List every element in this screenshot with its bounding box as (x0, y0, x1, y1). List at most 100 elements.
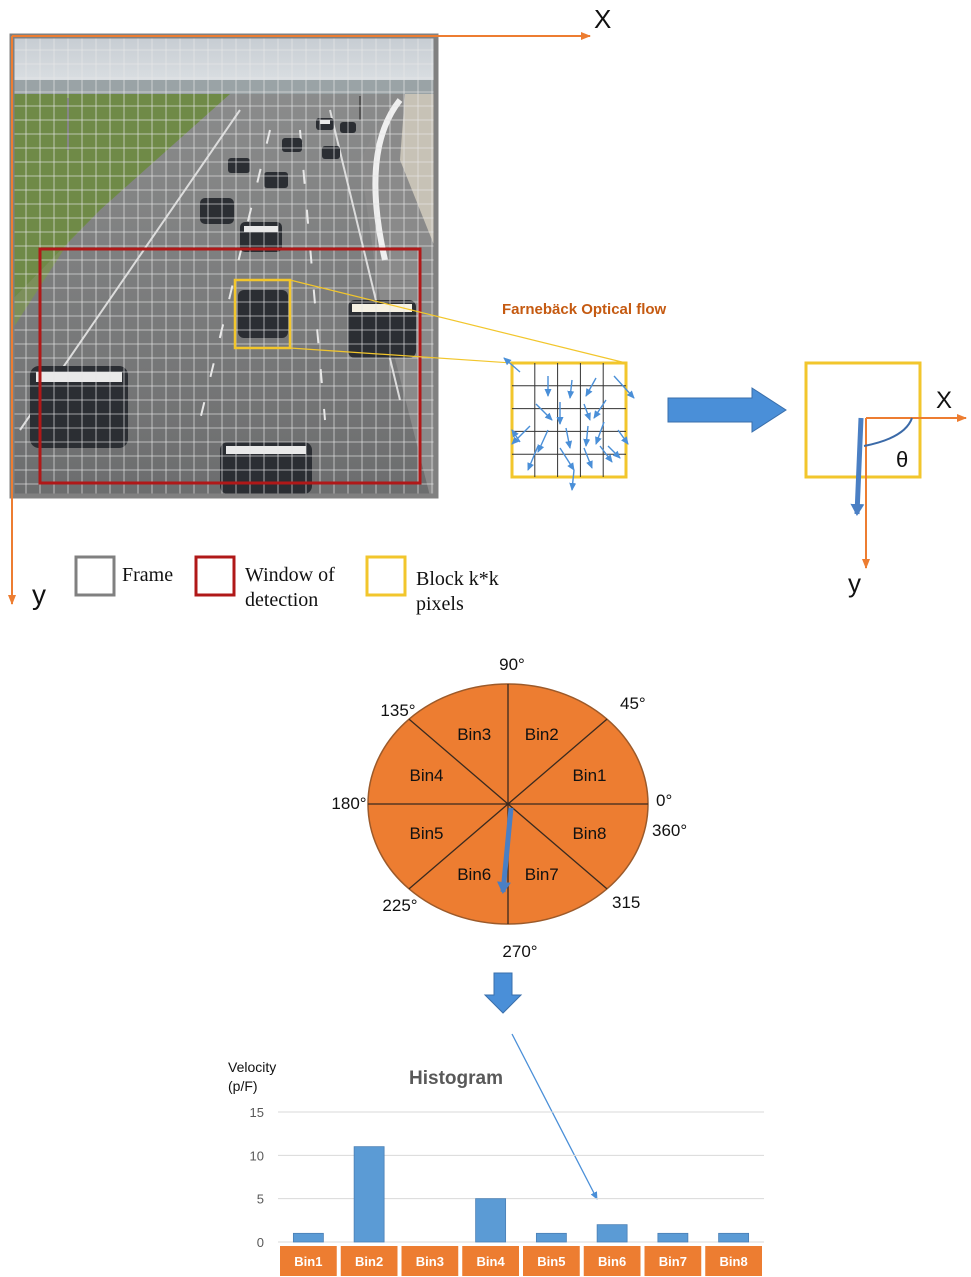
legend-label-frame: Frame (122, 564, 173, 586)
wheel-spoke-135 (408, 718, 608, 890)
wheel-bin-label: Bin2 (525, 725, 559, 744)
category-cell (401, 1246, 459, 1276)
wheel-angle-label: 225° (382, 896, 417, 915)
wheel-bin-label: Bin5 (409, 824, 443, 843)
flow-vector-arrow (535, 403, 553, 421)
flow-block (503, 357, 635, 491)
highway-frame-photo (9, 33, 439, 499)
chart-title: Histogram (409, 1068, 503, 1089)
bar-bin1 (292, 1232, 324, 1243)
bar-bin8 (718, 1232, 750, 1243)
angle-box-y-label: y (848, 568, 861, 598)
wheel-angle-label: 180° (331, 794, 366, 813)
category-label: Bin6 (598, 1254, 626, 1269)
wheel-bin-label: Bin8 (572, 824, 606, 843)
optical-flow-title: Farnebäck Optical flow (502, 301, 667, 318)
legend-swatch-block (365, 555, 407, 597)
flow-vector-arrow (569, 469, 577, 491)
flow-vector-arrow (607, 445, 621, 459)
flow-vector-arrow (593, 399, 607, 419)
y-tick-label: 10 (250, 1148, 264, 1163)
x-axis-label: X (594, 4, 611, 34)
chart-ylabel-line2: (p/F) (228, 1078, 258, 1094)
flow-vector-arrow (613, 375, 635, 399)
category-cell (523, 1246, 580, 1276)
flow-vectors (503, 357, 635, 491)
category-label: Bin5 (537, 1254, 565, 1269)
bar-bin6 (596, 1224, 628, 1243)
category-cell (462, 1246, 519, 1276)
theta-label: θ (896, 447, 908, 472)
flow-vector-arrow (583, 403, 591, 421)
flow-vector-arrow (537, 429, 549, 453)
category-label: Bin3 (416, 1254, 444, 1269)
chart-ylabel-line1: Velocity (228, 1059, 276, 1075)
wheel-bin-label: Bin7 (525, 865, 559, 884)
flow-vector-arrow (583, 425, 591, 447)
category-label: Bin8 (720, 1254, 748, 1269)
category-label: Bin4 (477, 1254, 506, 1269)
wheel-angle-label: 360° (652, 821, 687, 840)
wheel-angle-label: 270° (502, 942, 537, 961)
flow-vector-arrow (583, 447, 593, 469)
flow-vector-arrow (585, 377, 597, 397)
category-label: Bin7 (659, 1254, 687, 1269)
legend-swatch-window (194, 555, 236, 597)
category-cell (280, 1246, 337, 1276)
angle-box: X y θ (804, 361, 967, 598)
flow-vector-arrow (511, 425, 531, 445)
flow-vector-arrow (503, 357, 521, 373)
flow-vector-arrow (559, 447, 575, 471)
legend-label-block-2: pixels (416, 593, 464, 615)
legend: Frame Window of detection Block k*k pixe… (74, 555, 499, 615)
flow-vector-arrow (595, 421, 605, 445)
pointer-arrow-to-bin6 (511, 1033, 598, 1200)
zoom-line-bottom (289, 347, 513, 364)
wheel-bin-label: Bin4 (409, 766, 443, 785)
category-label: Bin1 (294, 1254, 322, 1269)
y-axis-label: y (32, 579, 46, 610)
flow-vector-arrow (565, 427, 573, 449)
wheel-angle-label: 45° (620, 694, 646, 713)
block-arrow-right (667, 387, 787, 433)
flow-vector-arrow (511, 429, 521, 443)
chart-gridlines (278, 1111, 764, 1243)
wheel-direction-vector (496, 807, 514, 894)
y-tick-label: 15 (250, 1105, 264, 1120)
y-tick-label: 0 (257, 1235, 264, 1250)
chart-y-ticks: 0 5 10 15 (250, 1105, 264, 1250)
y-tick-label: 5 (257, 1192, 264, 1207)
flow-vector-arrow (527, 445, 539, 471)
legend-label-window-2: detection (245, 589, 318, 611)
wheel-bin-label: Bin6 (457, 865, 491, 884)
detection-window (38, 247, 422, 485)
angle-box-x-label: X (936, 387, 952, 414)
category-cell (583, 1246, 641, 1276)
bar-bin5 (535, 1232, 567, 1243)
pixel-grid-overlay (12, 36, 436, 496)
bar-bin7 (657, 1232, 689, 1243)
wheel-angle-label: 90° (499, 655, 525, 674)
block-kxk (233, 278, 292, 350)
zoom-line-top (289, 279, 627, 364)
flow-vector-arrow (599, 445, 613, 463)
bar-bin2 (353, 1146, 385, 1243)
flow-vector-arrow (617, 429, 629, 445)
wheel-bin-label: Bin1 (572, 766, 606, 785)
category-cell (340, 1246, 398, 1276)
chart-bars (292, 1146, 750, 1243)
wheel-bin-label: Bin3 (457, 725, 491, 744)
legend-label-block-1: Block k*k (416, 568, 499, 590)
legend-label-window-1: Window of (245, 564, 335, 586)
flow-vector-arrow (567, 379, 575, 399)
wheel-angle-label: 0° (656, 791, 672, 810)
legend-swatch-frame (74, 555, 116, 597)
block-arrow-down (483, 972, 523, 1014)
category-cell (705, 1246, 762, 1276)
